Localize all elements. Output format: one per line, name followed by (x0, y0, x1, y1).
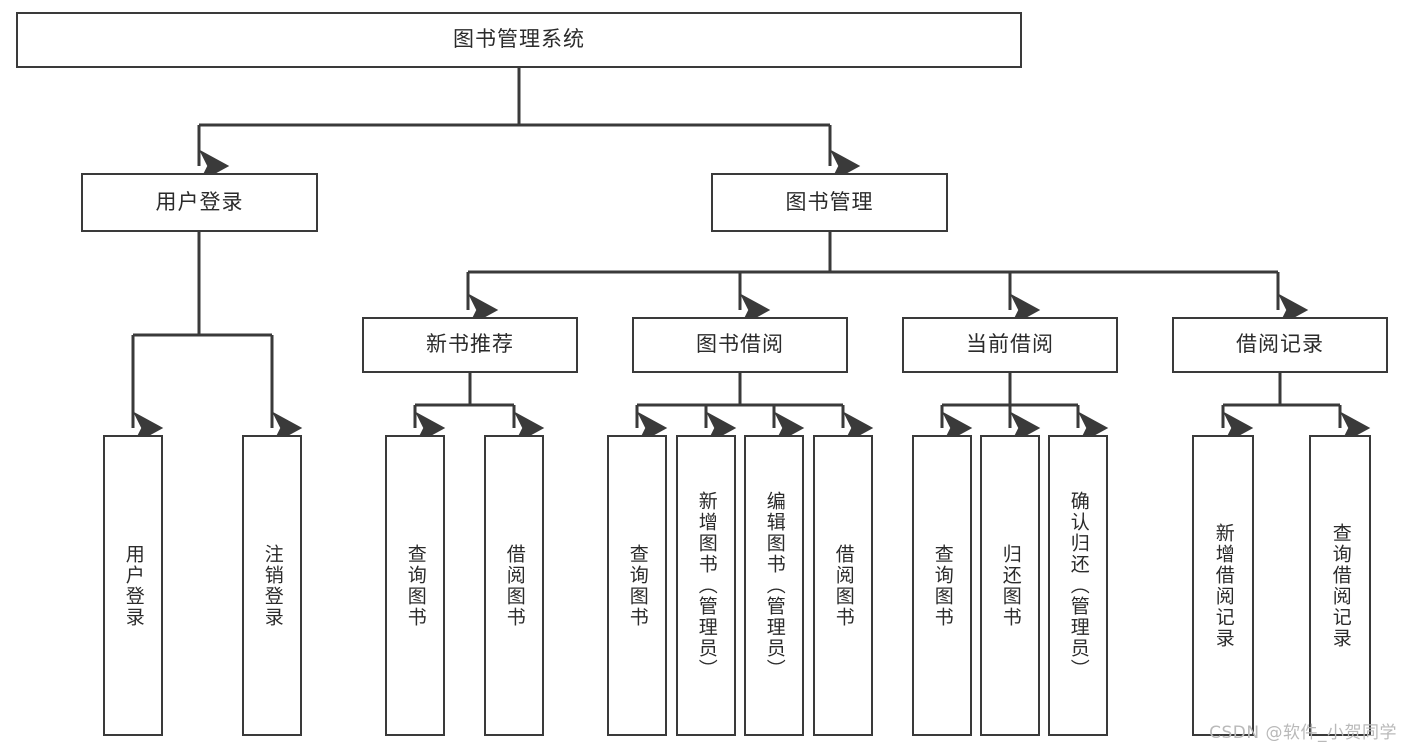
leaf-user-login[interactable]: 用户登录 (103, 435, 163, 736)
node-label: 借阅图书 (832, 543, 855, 628)
node-label: 图书借阅 (696, 332, 784, 357)
leaf-edit-book[interactable]: 编辑图书（管理员） (744, 435, 804, 736)
node-label: 新增借阅记录 (1212, 522, 1235, 649)
node-label: 新书推荐 (426, 332, 514, 357)
node-borrow-records[interactable]: 借阅记录 (1172, 317, 1388, 373)
node-user-login[interactable]: 用户登录 (81, 173, 318, 232)
leaf-confirm-return[interactable]: 确认归还（管理员） (1048, 435, 1108, 736)
node-label: 查询借阅记录 (1329, 522, 1352, 649)
node-label: 用户登录 (155, 189, 244, 214)
node-label: 编辑图书（管理员） (763, 491, 786, 680)
leaf-return-book[interactable]: 归还图书 (980, 435, 1040, 736)
leaf-query-book-borrow[interactable]: 查询图书 (607, 435, 667, 736)
node-label: 借阅记录 (1236, 332, 1324, 357)
node-label: 确认归还（管理员） (1067, 491, 1090, 680)
node-label: 新增图书（管理员） (695, 491, 718, 680)
node-label: 图书管理系统 (453, 27, 585, 52)
node-book-borrow[interactable]: 图书借阅 (632, 317, 848, 373)
leaf-add-book[interactable]: 新增图书（管理员） (676, 435, 736, 736)
leaf-borrow-book-recommend[interactable]: 借阅图书 (484, 435, 544, 736)
node-label: 查询图书 (404, 543, 427, 628)
leaf-add-borrow-record[interactable]: 新增借阅记录 (1192, 435, 1254, 736)
node-book-management[interactable]: 图书管理 (711, 173, 948, 232)
node-current-borrow[interactable]: 当前借阅 (902, 317, 1118, 373)
node-label: 当前借阅 (966, 332, 1054, 357)
leaf-query-book-current[interactable]: 查询图书 (912, 435, 972, 736)
node-label: 借阅图书 (503, 543, 526, 628)
node-label: 查询图书 (626, 543, 649, 628)
leaf-query-borrow-record[interactable]: 查询借阅记录 (1309, 435, 1371, 736)
node-label: 归还图书 (999, 543, 1022, 628)
watermark: CSDN @软件_小贺同学 (1209, 723, 1397, 743)
node-label: 用户登录 (122, 543, 145, 628)
node-label: 图书管理 (785, 189, 874, 214)
leaf-query-book-recommend[interactable]: 查询图书 (385, 435, 445, 736)
node-root[interactable]: 图书管理系统 (16, 12, 1022, 68)
leaf-user-logout[interactable]: 注销登录 (242, 435, 302, 736)
node-label: 注销登录 (261, 543, 284, 628)
node-new-book-recommend[interactable]: 新书推荐 (362, 317, 578, 373)
node-label: 查询图书 (931, 543, 954, 628)
leaf-borrow-book[interactable]: 借阅图书 (813, 435, 873, 736)
